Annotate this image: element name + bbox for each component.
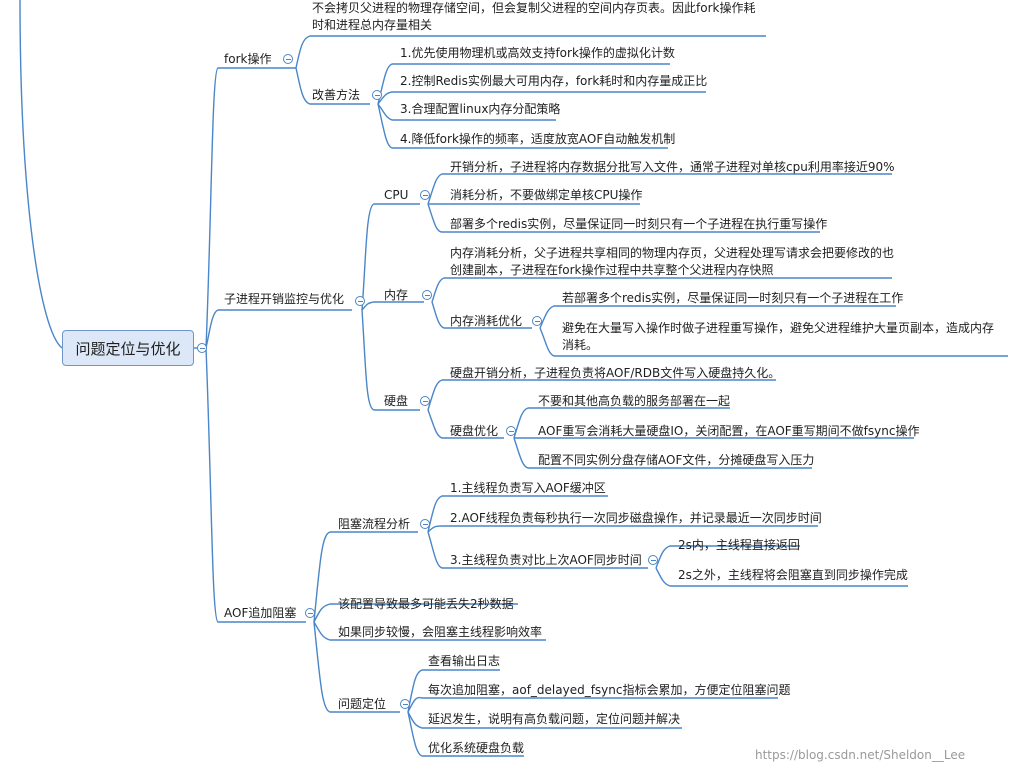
aof-locate-item-3[interactable]: 延迟发生，说明有高负载问题，定位问题并解决 bbox=[428, 712, 681, 726]
collapse-memory-opt-icon[interactable] bbox=[532, 316, 542, 326]
topic-fork-improve[interactable]: 改善方法 bbox=[312, 88, 361, 102]
collapse-child-icon[interactable] bbox=[355, 296, 365, 306]
collapse-disk-opt-icon[interactable] bbox=[506, 426, 516, 436]
aof-locate-item-4[interactable]: 优化系统硬盘负载 bbox=[428, 741, 525, 755]
fork-description[interactable]: 不会拷贝父进程的物理存储空间，但会复制父进程的空间内存页表。因此fork操作耗时… bbox=[312, 1, 756, 32]
collapse-aof-step3-icon[interactable] bbox=[648, 555, 658, 565]
topic-cpu[interactable]: CPU bbox=[384, 188, 409, 202]
collapse-disk-icon[interactable] bbox=[420, 396, 430, 406]
cpu-item-3[interactable]: 部署多个redis实例，尽量保证同一时刻只有一个子进程在执行重写操作 bbox=[450, 217, 828, 231]
collapse-fork-icon[interactable] bbox=[283, 54, 293, 64]
collapse-aof-flow-icon[interactable] bbox=[420, 519, 430, 529]
topic-fork[interactable]: fork操作 bbox=[224, 52, 272, 66]
aof-note-1[interactable]: 该配置导致最多可能丢失2秒数据 bbox=[338, 597, 514, 611]
topic-memory[interactable]: 内存 bbox=[384, 288, 409, 302]
memory-analysis[interactable]: 内存消耗分析，父子进程共享相同的物理内存页，父进程处理写请求会把要修改的也创建副… bbox=[450, 246, 895, 277]
aof-step3-item-2[interactable]: 2s之外，主线程将会阻塞直到同步操作完成 bbox=[678, 568, 908, 582]
topic-disk-opt[interactable]: 硬盘优化 bbox=[450, 424, 499, 438]
topic-disk[interactable]: 硬盘 bbox=[384, 394, 409, 408]
collapse-cpu-icon[interactable] bbox=[420, 190, 430, 200]
memory-opt-item-1[interactable]: 若部署多个redis实例，尽量保证同一时刻只有一个子进程在工作 bbox=[562, 291, 904, 305]
collapse-memory-icon[interactable] bbox=[422, 290, 432, 300]
aof-locate-item-1[interactable]: 查看输出日志 bbox=[428, 654, 501, 668]
aof-step3-item-1[interactable]: 2s内，主线程直接返回 bbox=[678, 538, 800, 552]
cpu-item-2[interactable]: 消耗分析，不要做绑定单核CPU操作 bbox=[450, 188, 643, 202]
aof-flow-step-1[interactable]: 1.主线程负责写入AOF缓冲区 bbox=[450, 481, 606, 495]
aof-flow-step-3[interactable]: 3.主线程负责对比上次AOF同步时间 bbox=[450, 553, 642, 567]
fork-improve-item-3[interactable]: 3.合理配置linux内存分配策略 bbox=[400, 102, 561, 116]
fork-improve-item-1[interactable]: 1.优先使用物理机或高效支持fork操作的虚拟化计数 bbox=[400, 46, 675, 60]
collapse-root-icon[interactable] bbox=[197, 343, 207, 353]
topic-memory-opt[interactable]: 内存消耗优化 bbox=[450, 314, 523, 328]
cpu-item-1[interactable]: 开销分析，子进程将内存数据分批写入文件，通常子进程对单核cpu利用率接近90% bbox=[450, 160, 895, 174]
disk-opt-item-3[interactable]: 配置不同实例分盘存储AOF文件，分摊硬盘写入压力 bbox=[538, 453, 815, 467]
memory-opt-item-2[interactable]: 避免在大量写入操作时做子进程重写操作，避免父进程维护大量页副本，造成内存消耗。 bbox=[562, 321, 995, 352]
fork-improve-item-2[interactable]: 2.控制Redis实例最大可用内存，fork耗时和内存量成正比 bbox=[400, 74, 708, 88]
topic-child-process[interactable]: 子进程开销监控与优化 bbox=[224, 292, 345, 306]
disk-opt-item-1[interactable]: 不要和其他高负载的服务部署在一起 bbox=[538, 394, 731, 408]
disk-analysis[interactable]: 硬盘开销分析，子进程负责将AOF/RDB文件写入硬盘持久化。 bbox=[450, 366, 781, 380]
fork-improve-item-4[interactable]: 4.降低fork操作的频率，适度放宽AOF自动触发机制 bbox=[400, 132, 676, 146]
disk-opt-item-2[interactable]: AOF重写会消耗大量硬盘IO，关闭配置，在AOF重写期间不做fsync操作 bbox=[538, 424, 920, 438]
topic-aof-flow[interactable]: 阻塞流程分析 bbox=[338, 517, 411, 531]
root-topic[interactable]: 问题定位与优化 bbox=[62, 330, 194, 366]
aof-note-2[interactable]: 如果同步较慢，会阻塞主线程影响效率 bbox=[338, 625, 543, 639]
aof-flow-step-2[interactable]: 2.AOF线程负责每秒执行一次同步磁盘操作，并记录最近一次同步时间 bbox=[450, 511, 822, 525]
collapse-fork-improve-icon[interactable] bbox=[372, 90, 382, 100]
aof-locate-item-2[interactable]: 每次追加阻塞，aof_delayed_fsync指标会累加，方便定位阻塞问题 bbox=[428, 683, 791, 697]
collapse-aof-locate-icon[interactable] bbox=[400, 699, 410, 709]
topic-aof-block[interactable]: AOF追加阻塞 bbox=[224, 606, 297, 620]
topic-aof-locate[interactable]: 问题定位 bbox=[338, 697, 387, 711]
collapse-aof-icon[interactable] bbox=[305, 608, 315, 618]
watermark-url: https://blog.csdn.net/Sheldon__Lee bbox=[755, 748, 966, 762]
